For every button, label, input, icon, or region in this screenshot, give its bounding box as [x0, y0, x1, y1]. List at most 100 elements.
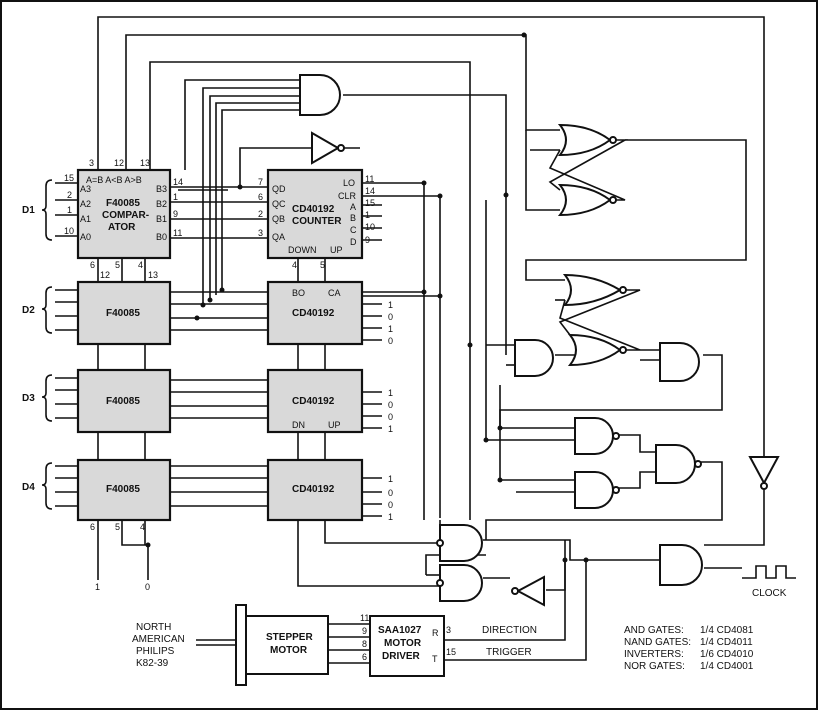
svg-text:10: 10: [365, 222, 375, 232]
svg-text:CD40192: CD40192: [292, 308, 335, 319]
preset-wires: [362, 291, 440, 517]
svg-text:A1: A1: [80, 214, 91, 224]
comparator-chip-d1: [76, 168, 172, 260]
svg-text:R: R: [432, 628, 439, 638]
svg-text:10: 10: [64, 226, 74, 236]
motor-flange: [235, 604, 247, 686]
svg-text:B0: B0: [156, 232, 167, 242]
comparator-chip-d3: [76, 368, 172, 434]
svg-text:COMPAR-: COMPAR-: [102, 210, 149, 221]
svg-text:1/6 CD4010: 1/6 CD4010: [700, 649, 754, 660]
nand-gate-2: [574, 471, 614, 509]
svg-text:COUNTER: COUNTER: [292, 216, 342, 227]
svg-text:11: 11: [365, 174, 374, 184]
svg-text:B3: B3: [156, 184, 167, 194]
svg-text:0: 0: [388, 488, 393, 498]
svg-text:0: 0: [388, 312, 393, 322]
motor-label: STEPPER: [266, 632, 313, 643]
svg-text:15: 15: [446, 647, 456, 657]
svg-text:F40085: F40085: [106, 308, 140, 319]
svg-text:1/4 CD4011: 1/4 CD4011: [700, 637, 753, 648]
svg-text:A: A: [350, 202, 356, 212]
counter-right-wires: [362, 182, 441, 520]
svg-text:1: 1: [388, 474, 393, 484]
stage-bus-wires: [170, 291, 268, 507]
counter-chip-d3: [266, 368, 364, 434]
svg-text:QA: QA: [272, 232, 285, 242]
svg-text:13: 13: [140, 158, 150, 168]
and-gate-mid-right: [659, 342, 700, 382]
inverter-right: [748, 456, 780, 486]
svg-text:8: 8: [362, 639, 367, 649]
svg-text:DOWN: DOWN: [288, 245, 317, 255]
svg-text:B1: B1: [156, 214, 167, 224]
counter-chip-d4: [266, 458, 364, 522]
svg-text:6: 6: [90, 260, 95, 270]
legend-and: AND GATES:: [624, 625, 684, 636]
svg-text:14: 14: [365, 186, 375, 196]
stage-label-d3: D3: [22, 393, 35, 404]
svg-text:C: C: [350, 225, 357, 235]
svg-text:AMERICAN: AMERICAN: [132, 634, 185, 645]
svg-text:A3: A3: [80, 184, 91, 194]
svg-text:1: 1: [388, 324, 393, 334]
svg-text:0: 0: [388, 412, 393, 422]
counter-chip-d1: [266, 168, 364, 260]
svg-text:0: 0: [388, 500, 393, 510]
comparator-part: F40085: [106, 198, 140, 209]
svg-text:ATOR: ATOR: [108, 222, 136, 233]
and-gate-bottom-2: [439, 564, 483, 602]
motor-driver-box: [369, 615, 445, 677]
svg-text:K82-39: K82-39: [136, 658, 169, 669]
clock-label: CLOCK: [752, 588, 787, 599]
svg-text:MOTOR: MOTOR: [270, 645, 308, 656]
nor-gate-1: [557, 123, 612, 157]
svg-text:1: 1: [365, 210, 370, 220]
inverter-bottom: [515, 575, 545, 607]
svg-text:QC: QC: [272, 199, 286, 209]
svg-text:1/4 CD4001: 1/4 CD4001: [700, 661, 754, 672]
legend-nor: NOR GATES:: [624, 661, 685, 672]
svg-text:LO: LO: [343, 178, 355, 188]
svg-text:4: 4: [292, 260, 297, 270]
svg-text:CD40192: CD40192: [292, 396, 335, 407]
svg-text:9: 9: [365, 235, 370, 245]
and-gate-top: [299, 74, 341, 116]
svg-text:NORTH: NORTH: [136, 622, 171, 633]
svg-text:1: 1: [388, 388, 393, 398]
cascade-wires: [97, 258, 440, 587]
svg-text:2: 2: [258, 209, 263, 219]
svg-text:UP: UP: [330, 245, 343, 255]
stage-label-d1: D1: [22, 205, 35, 216]
svg-text:QD: QD: [272, 184, 286, 194]
svg-text:5: 5: [115, 260, 120, 270]
svg-text:T: T: [432, 654, 438, 664]
stage-label-d4: D4: [22, 482, 35, 493]
svg-text:6: 6: [90, 522, 95, 532]
comparator-chip-d2: [76, 280, 172, 346]
svg-text:15: 15: [365, 198, 375, 208]
svg-text:5: 5: [320, 260, 325, 270]
svg-text:6: 6: [362, 652, 367, 662]
motor-wires: [328, 623, 370, 664]
svg-text:BO: BO: [292, 288, 305, 298]
svg-text:1: 1: [67, 205, 72, 215]
svg-text:QB: QB: [272, 214, 285, 224]
legend-inverters: INVERTERS:: [624, 649, 684, 660]
nand-gate-3: [655, 444, 696, 484]
svg-text:0: 0: [145, 582, 150, 592]
top-feedback-wires: [97, 16, 765, 460]
driver-label: SAA1027: [378, 625, 422, 636]
comparator-top-labels: A=B A<B A>B: [86, 175, 142, 185]
nor-gate-3: [562, 273, 622, 307]
svg-text:12: 12: [114, 158, 124, 168]
svg-text:15: 15: [64, 173, 74, 183]
nor-gate-4: [567, 333, 622, 367]
svg-text:1: 1: [173, 192, 178, 202]
svg-text:4: 4: [140, 522, 145, 532]
stage-label-d2: D2: [22, 305, 35, 316]
svg-text:F40085: F40085: [106, 396, 140, 407]
